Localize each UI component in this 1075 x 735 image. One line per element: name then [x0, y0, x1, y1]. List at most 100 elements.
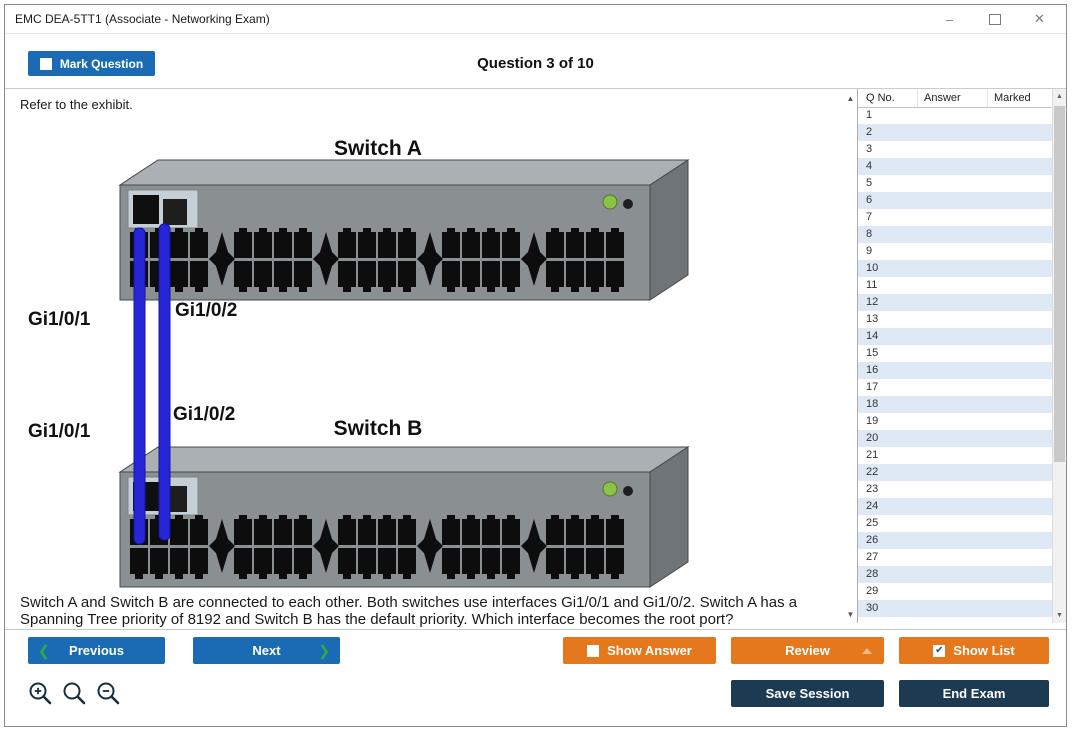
qcell-no: 7: [858, 209, 918, 226]
question-list-row[interactable]: 8: [858, 226, 1052, 243]
question-list-row[interactable]: 16: [858, 362, 1052, 379]
close-icon: ✕: [1034, 11, 1045, 27]
show-answer-button[interactable]: Show Answer: [563, 637, 716, 664]
question-list-row[interactable]: 17: [858, 379, 1052, 396]
list-scroll-down-icon[interactable]: ▼: [1053, 608, 1066, 623]
question-list-row[interactable]: 9: [858, 243, 1052, 260]
show-answer-checkbox[interactable]: [587, 645, 599, 657]
minimize-button[interactable]: –: [927, 5, 972, 33]
content-scroll-down-icon[interactable]: ▼: [844, 607, 857, 621]
question-list-row[interactable]: 12: [858, 294, 1052, 311]
qcell-no: 9: [858, 243, 918, 260]
switch-b-status-led: [623, 486, 633, 496]
question-list-row[interactable]: 11: [858, 277, 1052, 294]
close-button[interactable]: ✕: [1017, 5, 1062, 33]
question-list-row[interactable]: 19: [858, 413, 1052, 430]
content-scrollbar[interactable]: ▲ ▼: [844, 89, 857, 623]
switch-b-side-face: [650, 447, 688, 587]
question-list-row[interactable]: 3: [858, 141, 1052, 158]
qcell-answer: [918, 430, 988, 447]
question-list-row[interactable]: 29: [858, 583, 1052, 600]
qcell-answer: [918, 498, 988, 515]
question-list-row[interactable]: 5: [858, 175, 1052, 192]
list-scroll-up-icon[interactable]: ▲: [1053, 89, 1066, 104]
qcell-marked: [988, 311, 1052, 328]
qcell-marked: [988, 107, 1052, 124]
zoom-reset-icon[interactable]: [62, 681, 88, 707]
question-list-row[interactable]: 15: [858, 345, 1052, 362]
qcell-marked: [988, 481, 1052, 498]
qcell-answer: [918, 566, 988, 583]
qcell-no: 12: [858, 294, 918, 311]
question-list-row[interactable]: 21: [858, 447, 1052, 464]
qcell-marked: [988, 515, 1052, 532]
question-list-row[interactable]: 10: [858, 260, 1052, 277]
question-list-row[interactable]: 30: [858, 600, 1052, 617]
qcell-marked: [988, 294, 1052, 311]
save-session-button[interactable]: Save Session: [731, 680, 884, 707]
qcell-answer: [918, 141, 988, 158]
question-list-row[interactable]: 27: [858, 549, 1052, 566]
question-list-panel: Q No. Answer Marked 12345678910111213141…: [857, 89, 1066, 623]
exam-window: EMC DEA-5TT1 (Associate - Networking Exa…: [4, 4, 1067, 727]
content-scroll-up-icon[interactable]: ▲: [844, 91, 857, 105]
question-list-header: Q No. Answer Marked: [858, 89, 1066, 108]
qcell-no: 21: [858, 447, 918, 464]
qcell-no: 26: [858, 532, 918, 549]
qcell-no: 20: [858, 430, 918, 447]
question-list-row[interactable]: 24: [858, 498, 1052, 515]
chevron-left-icon: ❮: [38, 642, 50, 659]
question-list-row[interactable]: 14: [858, 328, 1052, 345]
qcell-no: 10: [858, 260, 918, 277]
end-exam-label: End Exam: [943, 686, 1006, 701]
list-scroll-thumb[interactable]: [1054, 106, 1065, 462]
qcell-no: 24: [858, 498, 918, 515]
maximize-icon: [989, 14, 1001, 25]
question-list-row[interactable]: 25: [858, 515, 1052, 532]
qcell-no: 17: [858, 379, 918, 396]
question-list-row[interactable]: 4: [858, 158, 1052, 175]
qcell-marked: [988, 260, 1052, 277]
end-exam-button[interactable]: End Exam: [899, 680, 1049, 707]
question-list-row[interactable]: 18: [858, 396, 1052, 413]
qcell-answer: [918, 209, 988, 226]
maximize-button[interactable]: [972, 5, 1017, 33]
show-list-checkbox-checked[interactable]: ✔: [933, 645, 945, 657]
question-list-row[interactable]: 6: [858, 192, 1052, 209]
qcell-marked: [988, 583, 1052, 600]
switch-a-graphic: [120, 160, 688, 300]
qcell-answer: [918, 464, 988, 481]
previous-button[interactable]: ❮ Previous: [28, 637, 165, 664]
next-button[interactable]: Next ❯: [193, 637, 340, 664]
switch-b-graphic: [120, 447, 688, 587]
qcell-no: 16: [858, 362, 918, 379]
question-list-row[interactable]: 26: [858, 532, 1052, 549]
switch-a-console-port-2: [163, 199, 187, 225]
zoom-in-icon[interactable]: [28, 681, 54, 707]
zoom-out-icon[interactable]: [96, 681, 122, 707]
cable-gi101: [134, 228, 145, 544]
qcell-no: 23: [858, 481, 918, 498]
qcell-answer: [918, 379, 988, 396]
question-list-row[interactable]: 2: [858, 124, 1052, 141]
save-session-label: Save Session: [766, 686, 850, 701]
question-list-scrollbar[interactable]: ▲ ▼: [1052, 89, 1066, 623]
window-title: EMC DEA-5TT1 (Associate - Networking Exa…: [15, 5, 270, 33]
question-list-row[interactable]: 7: [858, 209, 1052, 226]
question-list-row[interactable]: 13: [858, 311, 1052, 328]
qcell-answer: [918, 260, 988, 277]
question-list-row[interactable]: 28: [858, 566, 1052, 583]
question-list-row[interactable]: 22: [858, 464, 1052, 481]
show-list-button[interactable]: ✔ Show List: [899, 637, 1049, 664]
question-text-line2: Spanning Tree priority of 8192 and Switc…: [20, 611, 848, 628]
review-button[interactable]: Review: [731, 637, 884, 664]
qcell-answer: [918, 226, 988, 243]
question-list-row[interactable]: 23: [858, 481, 1052, 498]
qcell-answer: [918, 515, 988, 532]
column-answer: Answer: [918, 89, 988, 107]
review-label: Review: [785, 643, 830, 658]
question-list-row[interactable]: 1: [858, 107, 1052, 124]
column-marked: Marked: [988, 89, 1052, 107]
qcell-marked: [988, 192, 1052, 209]
question-list-row[interactable]: 20: [858, 430, 1052, 447]
